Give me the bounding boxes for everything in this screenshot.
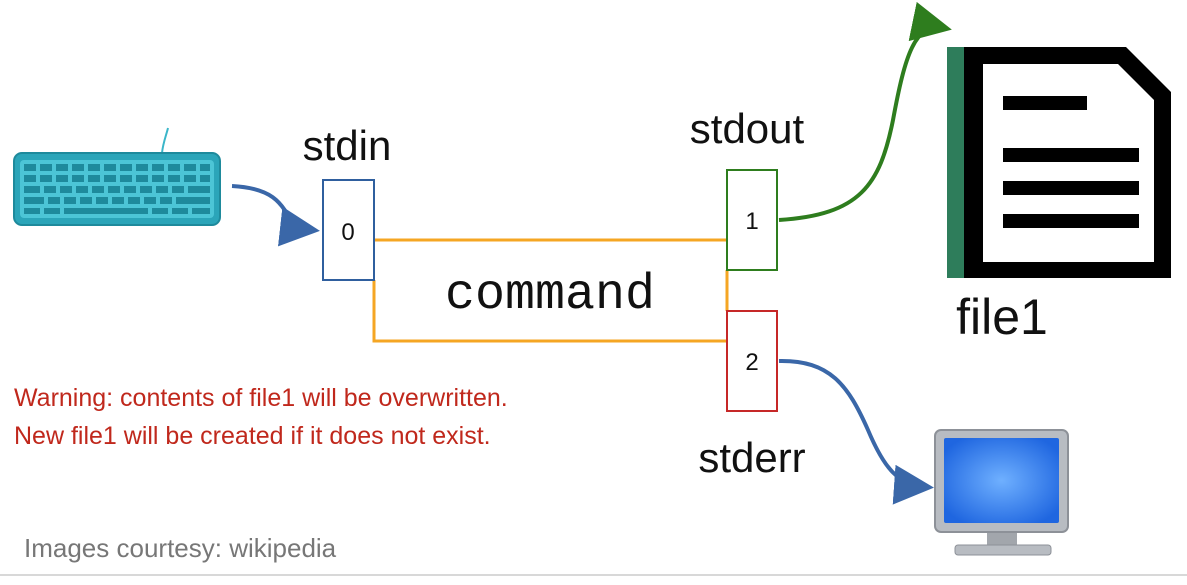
command-pipes — [372, 238, 729, 343]
keyboard-icon — [13, 127, 221, 226]
command-label: command — [445, 267, 655, 324]
stderr-fd-number: 2 — [745, 349, 758, 376]
monitor-icon — [934, 429, 1069, 556]
image-credit: Images courtesy: wikipedia — [24, 533, 337, 563]
warning-line-1: Warning: contents of file1 will be overw… — [14, 384, 508, 412]
stdin-arrow — [231, 184, 320, 247]
stdout-label: stdout — [690, 105, 805, 152]
stderr-arrow — [778, 358, 934, 505]
stdout-fd-number: 1 — [745, 208, 758, 235]
warning-line-2: New file1 will be created if it does not… — [14, 422, 491, 450]
file-label: file1 — [956, 289, 1048, 345]
stdout-arrow — [778, 1, 952, 222]
stdin-label: stdin — [303, 122, 392, 169]
stderr-label: stderr — [698, 434, 805, 481]
stdout-descriptor: 1 — [726, 169, 778, 271]
stderr-descriptor: 2 — [726, 310, 778, 412]
stdin-descriptor: 0 — [322, 179, 375, 281]
stdin-fd-number: 0 — [341, 219, 354, 246]
bottom-divider — [0, 574, 1187, 576]
document-icon — [947, 47, 1171, 278]
